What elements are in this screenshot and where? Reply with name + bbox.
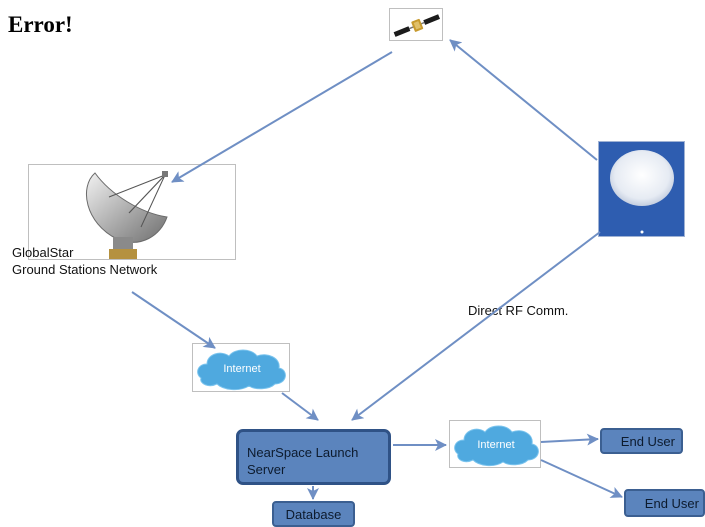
end-user-node-1: End User <box>600 428 683 454</box>
arrow-ground-to-internet <box>131 291 216 349</box>
ground-station-label-line1: GlobalStar <box>12 245 74 260</box>
database-node: Database <box>272 501 355 527</box>
end-user-2-label: End User <box>644 495 699 511</box>
arrow-balloon-to-server <box>351 231 601 421</box>
error-heading: Error! <box>8 12 73 37</box>
ground-station-label-line2: Ground Stations Network <box>12 262 158 277</box>
arrow-balloon-to-satellite <box>449 39 598 161</box>
balloon-node <box>598 141 685 237</box>
arrow-internet-to-enduser1 <box>540 433 599 446</box>
internet-1-label: Internet <box>223 363 260 375</box>
dish-antenna-icon <box>86 171 168 259</box>
ground-station-label: GlobalStar Ground Stations Network <box>12 244 157 278</box>
database-label: Database <box>285 506 342 522</box>
end-user-node-2: End User <box>624 489 705 517</box>
end-user-1-label: End User <box>620 433 675 449</box>
satellite-node <box>389 8 443 41</box>
internet-cloud-icon: Internet <box>197 349 286 391</box>
satellite-icon <box>393 14 441 37</box>
server-label-line1: NearSpace Launch <box>247 445 359 460</box>
direct-rf-label: Direct RF Comm. <box>468 303 569 318</box>
arrow-internet-to-enduser2 <box>540 459 623 498</box>
internet-cloud-icon: Internet <box>454 425 539 467</box>
arrow-satellite-to-ground <box>171 51 393 183</box>
server-label-line2: Server <box>247 462 286 477</box>
server-node: NearSpace Launch Server <box>236 429 391 485</box>
balloon-photo-icon <box>610 150 674 234</box>
internet-2-label: Internet <box>477 439 514 451</box>
arrow-internet-to-server <box>281 392 319 421</box>
internet-node-1: Internet <box>192 343 290 392</box>
internet-node-2: Internet <box>449 420 541 468</box>
